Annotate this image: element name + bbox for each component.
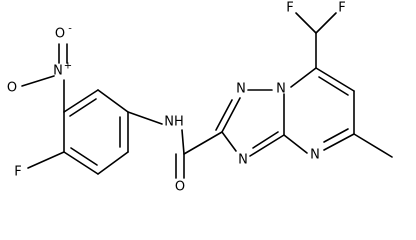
charge-minus: - — [68, 24, 72, 35]
bond-carbonyl-nh — [181, 129, 185, 155]
atom-f-top-left: F — [286, 1, 293, 16]
bond-ar4-ar5-double — [70, 147, 98, 166]
chemical-structure: F F O - N + O F NH O N N N N — [7, 1, 393, 195]
atom-n-triazole-top: N — [236, 82, 246, 97]
bond-c5-n4-double — [323, 128, 349, 143]
atom-o-nitro-top: O — [55, 27, 65, 42]
bond-n1-c2-double — [215, 99, 233, 131]
bond-ar5-ar6 — [97, 151, 129, 175]
atom-o-nitro-left: O — [7, 81, 17, 96]
atom-nh: NH — [164, 115, 184, 130]
bond-ar4-ar5 — [63, 151, 99, 175]
difluoromethyl-group — [295, 12, 337, 69]
bond-ar1-ar2 — [97, 89, 129, 113]
bond-c2-carbonyl — [183, 131, 223, 155]
atom-n-bridgehead: N — [276, 82, 286, 97]
bond-ar2-ar3 — [63, 89, 99, 113]
pyrimidine-ring — [283, 67, 355, 154]
bond-ar4-f — [27, 151, 65, 169]
bond-n1-c2 — [221, 97, 241, 133]
bond-chf2-f-left — [295, 12, 317, 34]
bond-nitro-o-left — [21, 75, 55, 87]
charge-plus: + — [64, 61, 72, 72]
bond-ar2-ar3-double — [69, 98, 97, 117]
bond-nh-phenyl — [127, 111, 163, 125]
atom-n-pyrimidine: N — [310, 148, 320, 163]
atom-o-carbonyl: O — [175, 180, 185, 195]
bond-n3-c3a-double — [252, 131, 279, 149]
bond-c7-c6-double — [318, 76, 349, 96]
atom-n-nitro: N — [53, 64, 63, 79]
triazole-ring — [215, 89, 285, 157]
carboxamide-group — [175, 129, 223, 179]
atom-f-ring: F — [14, 165, 21, 180]
bond-methyl — [353, 133, 393, 158]
bond-n4-c3a — [283, 134, 308, 154]
nitro-group — [21, 43, 68, 113]
bond-c7-c6 — [315, 67, 355, 92]
bond-chf2-f-right — [315, 12, 337, 34]
atom-f-top-right: F — [338, 1, 345, 16]
benzene-ring — [63, 89, 129, 175]
bond-c2-n3 — [221, 131, 237, 152]
bond-n-bridge-c7 — [290, 67, 317, 88]
atom-n-triazole-bottom: N — [238, 153, 248, 168]
bond-n3-c3a — [249, 134, 285, 157]
bond-c5-n4 — [323, 133, 355, 151]
